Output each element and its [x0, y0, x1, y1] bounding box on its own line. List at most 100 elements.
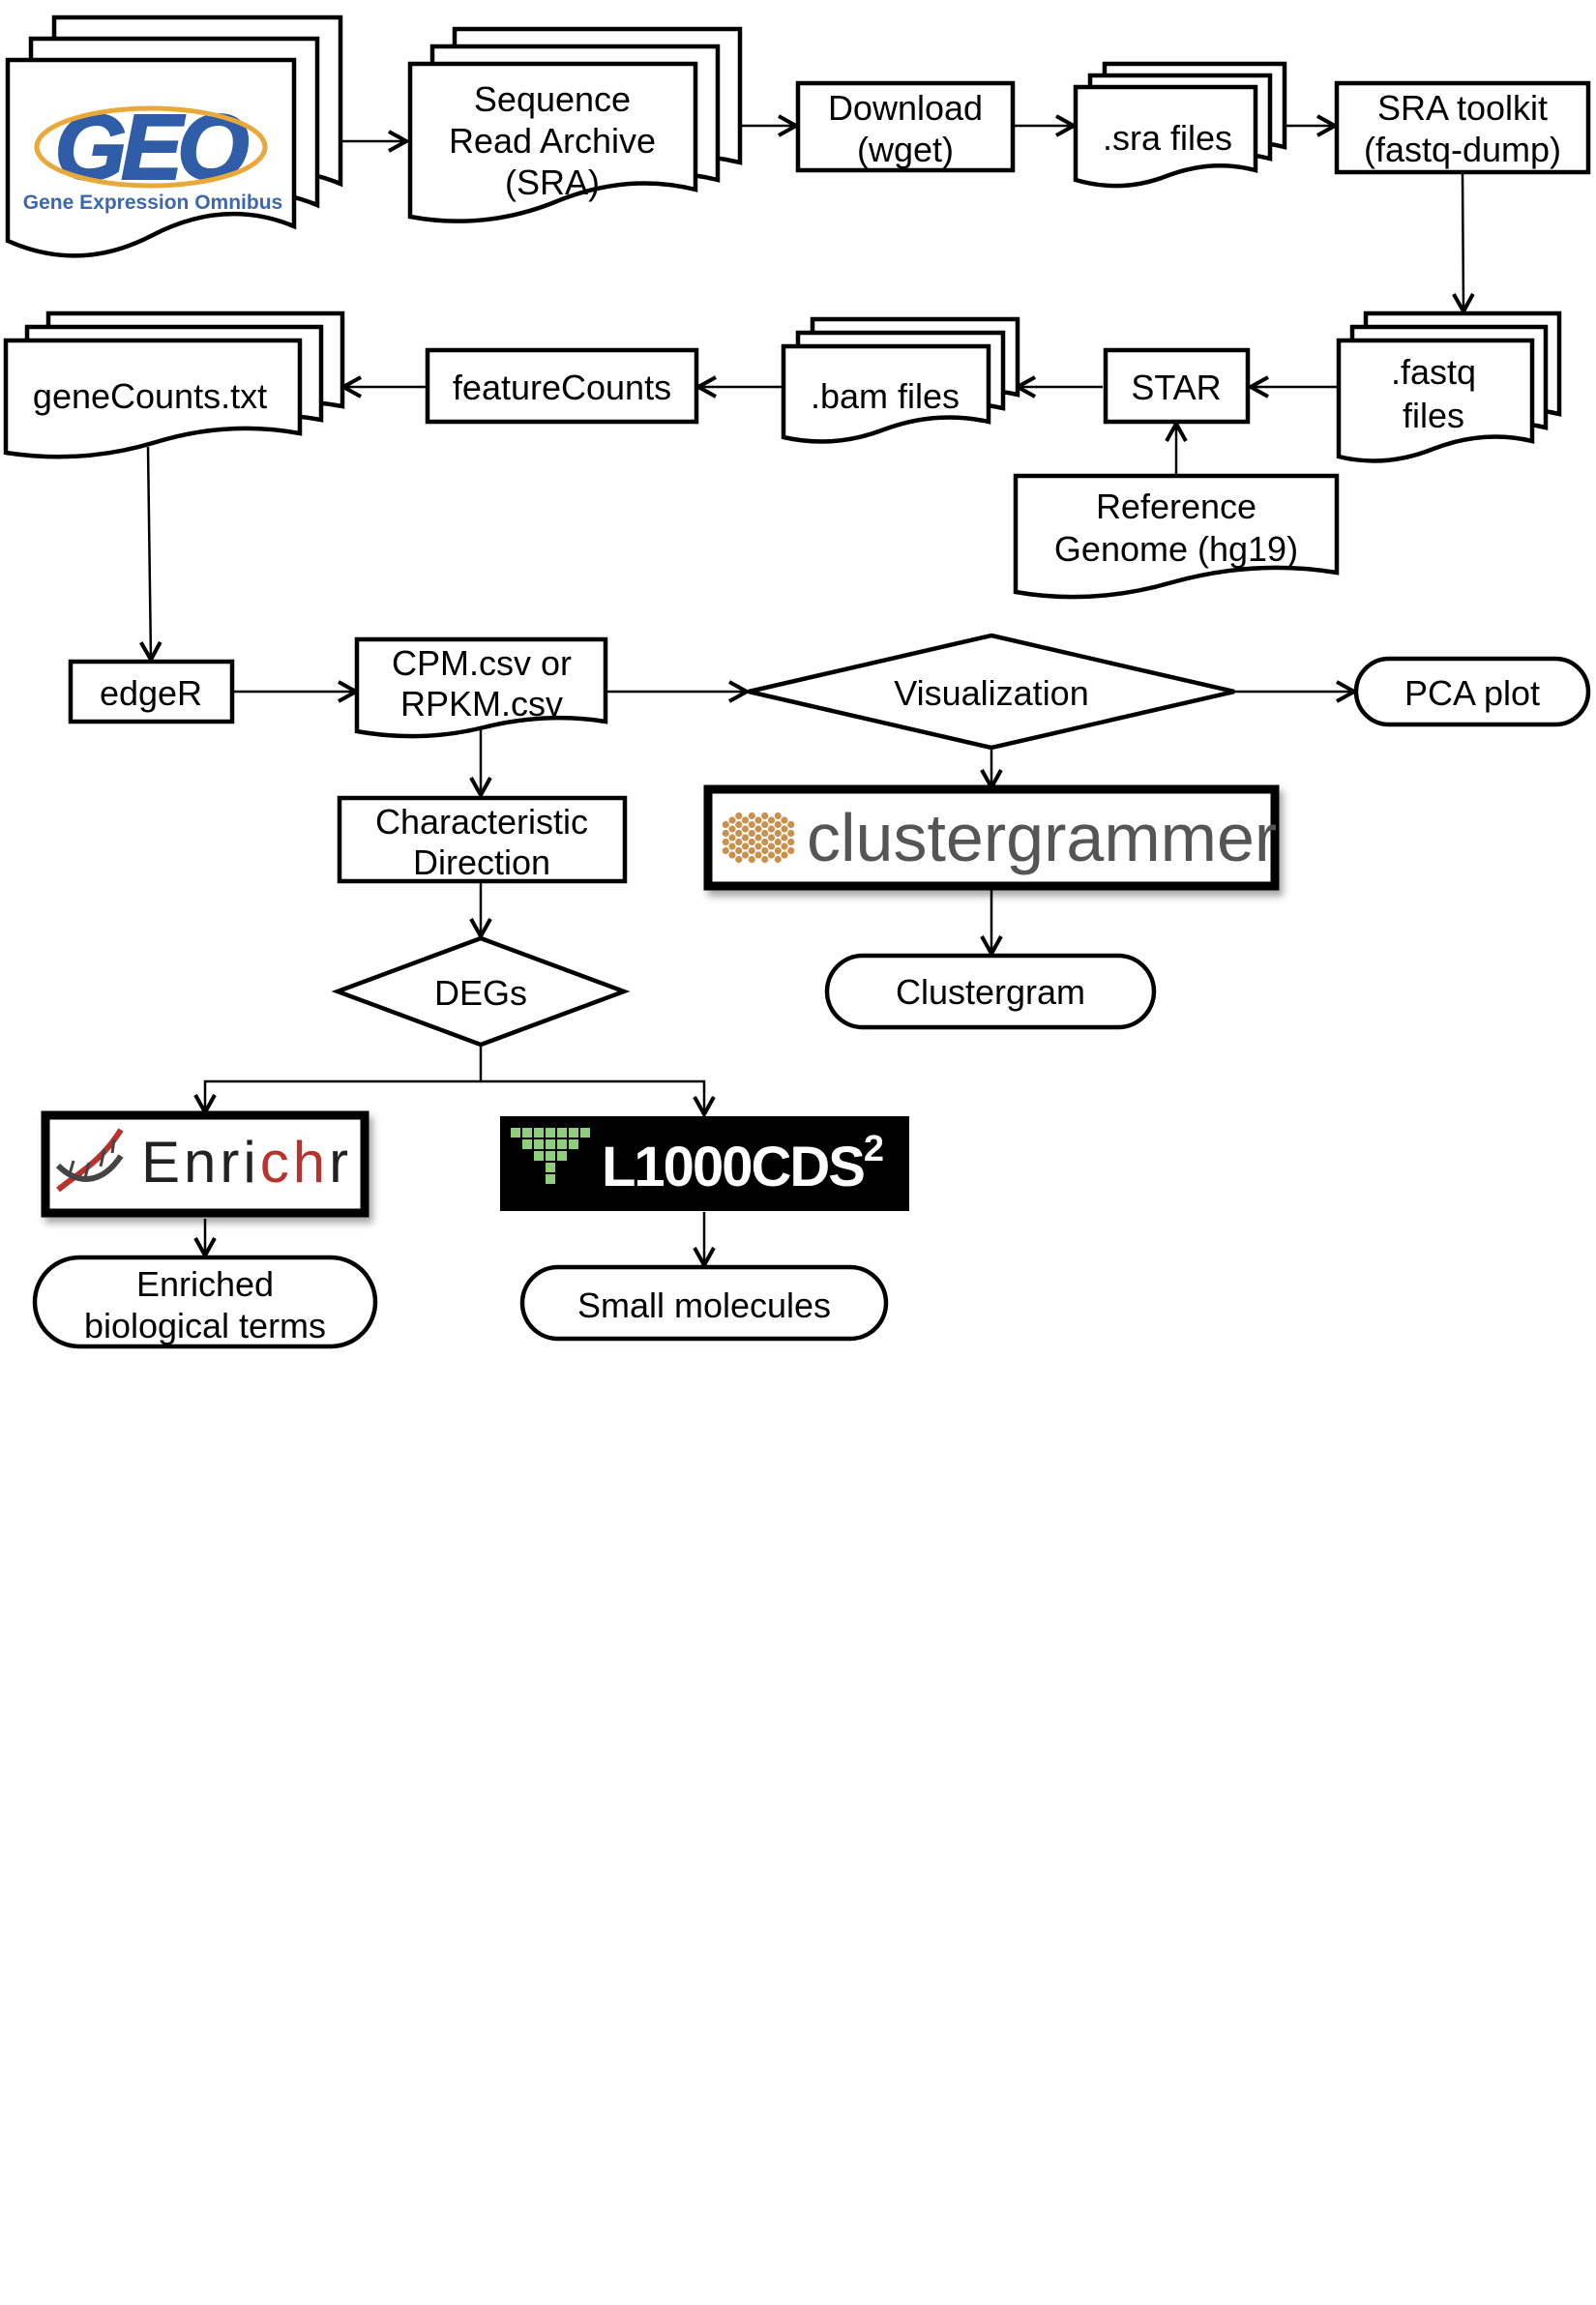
clustergrammer-icon-dot: [741, 825, 750, 833]
connectors: [148, 126, 1463, 1265]
clustergrammer-icon-dot: [722, 838, 729, 846]
clustergram-node: Clustergram: [824, 953, 1157, 1030]
clustergrammer-icon-dot: [735, 846, 743, 855]
clustergrammer-icon-dot: [741, 816, 750, 824]
clustergrammer-icon-dot: [781, 842, 788, 850]
clustergrammer-icon-dot: [741, 834, 750, 842]
clustergrammer-icon-dot: [748, 829, 755, 838]
featurecounts-label: featureCounts: [453, 368, 671, 407]
small-molecules-node: Small molecules: [519, 1264, 889, 1342]
sra-label-line1: Sequence: [474, 79, 631, 119]
chardir-label-line2: Direction: [413, 842, 550, 882]
enrichr-text-red: ch: [260, 1130, 329, 1195]
clustergrammer-icon-dot: [761, 846, 769, 855]
chardir-label-line1: Characteristic: [375, 802, 588, 842]
edger-label: edgeR: [100, 673, 202, 713]
dna-icon: [55, 1128, 124, 1193]
genecounts-label: geneCounts.txt: [33, 376, 267, 416]
geo-node: GEO Gene Expression Omnibus: [5, 15, 343, 258]
sra-label-line3: (SRA): [505, 163, 600, 202]
clustergrammer-icon-dot: [741, 842, 750, 850]
l1000cds2-funnel-square: [546, 1128, 555, 1138]
l1000cds2-funnel-square: [557, 1128, 567, 1138]
clustergrammer-icon-dot: [728, 825, 736, 833]
visualization-label: Visualization: [894, 673, 1088, 713]
clustergram-label: Clustergram: [896, 972, 1085, 1012]
clustergrammer-icon-dot: [735, 812, 743, 820]
clustergrammer-icon-dot: [754, 842, 762, 850]
clustergrammer-icon-dot: [761, 838, 769, 846]
l1000cds2-funnel-square: [534, 1128, 544, 1138]
geo-logo: GEO Gene Expression Omnibus: [23, 95, 282, 214]
clustergrammer-icon-dot: [735, 829, 743, 838]
l1000cds2-funnel-square: [534, 1139, 544, 1149]
clustergrammer-icon-dot: [728, 842, 736, 850]
l1000cds2-superscript: 2: [864, 1129, 883, 1169]
clustergrammer-icon-dot: [748, 855, 755, 864]
enrichr-text: Enrichr: [141, 1130, 352, 1195]
reference-genome-node: Reference Genome (hg19): [1013, 473, 1340, 600]
bam-files-node: .bam files: [781, 316, 1020, 444]
clustergrammer-icon-dot: [754, 834, 762, 842]
clustergrammer-icon-dot: [774, 829, 782, 838]
sra-files-node: .sra files: [1073, 61, 1287, 189]
clustergrammer-icon-dot: [728, 851, 736, 859]
fastq-files-label-line2: files: [1403, 396, 1464, 435]
enriched-terms-node: Enriched biological terms: [32, 1255, 378, 1349]
clustergrammer-icon-dot: [748, 838, 755, 846]
sra-node: Sequence Read Archive (SRA): [407, 26, 743, 223]
clustergrammer-icon-dot: [781, 825, 788, 833]
clustergrammer-icon-dot: [787, 838, 795, 846]
clustergrammer-icon-dot: [735, 820, 743, 829]
clustergrammer-icon-dot: [754, 851, 762, 859]
clustergrammer-icon-dot: [728, 816, 736, 824]
clustergrammer-icon-dot: [722, 846, 729, 855]
enrichr-text-dark: Enri: [141, 1130, 260, 1195]
clustergrammer-icon-dot: [787, 820, 795, 829]
cpm-node: CPM.csv or RPKM.csv: [354, 636, 608, 739]
clustergrammer-icon-dot: [774, 846, 782, 855]
l1000cds2-funnel-square: [557, 1151, 567, 1161]
bam-files-label: .bam files: [811, 376, 960, 416]
arrow-degs-to-enrichr: [205, 1045, 483, 1112]
cpm-label-line2: RPKM.csv: [400, 684, 563, 724]
clustergrammer-icon-dot: [787, 846, 795, 855]
l1000cds2-funnel-square: [580, 1128, 590, 1138]
clustergrammer-icon-dot: [781, 834, 788, 842]
l1000cds2-text-main: L1000CDS: [602, 1136, 864, 1198]
sra-toolkit-node: SRA toolkit (fastq-dump): [1334, 80, 1591, 175]
clustergrammer-icon-dot: [761, 829, 769, 838]
l1000cds2-funnel-square: [511, 1128, 520, 1138]
clustergrammer-icon-dot: [754, 816, 762, 824]
clustergrammer-icon-dot: [722, 829, 729, 838]
l1000cds2-funnel-square: [569, 1128, 578, 1138]
clustergrammer-icon-dot: [722, 820, 729, 829]
small-molecules-label: Small molecules: [577, 1285, 831, 1325]
clustergrammer-icon-dot: [748, 820, 755, 829]
clustergrammer-icon-dot: [781, 816, 788, 824]
l1000cds2-funnel-square: [546, 1174, 555, 1184]
sra-toolkit-label-line1: SRA toolkit: [1377, 88, 1548, 128]
sra-toolkit-label-line2: (fastq-dump): [1364, 130, 1561, 169]
clustergrammer-logo: clustergrammer: [703, 784, 1280, 891]
clustergrammer-icon-dot: [781, 851, 788, 859]
l1000cds2-logo: L1000CDS2: [500, 1116, 909, 1211]
cpm-label-line1: CPM.csv or: [392, 643, 572, 683]
edger-node: edgeR: [68, 659, 235, 724]
degs-label: DEGs: [434, 973, 527, 1013]
l1000cds2-funnel-square: [557, 1139, 567, 1149]
reference-label-line2: Genome (hg19): [1054, 529, 1298, 569]
degs-node: DEGs: [331, 935, 631, 1048]
clustergrammer-icon-dot: [767, 842, 776, 850]
clustergrammer-icon-dot: [787, 829, 795, 838]
clustergrammer-text: clustergrammer: [807, 800, 1277, 875]
sra-label-line2: Read Archive: [449, 121, 656, 161]
clustergrammer-icon-dot: [728, 834, 736, 842]
l1000cds2-funnel-icon: [511, 1128, 590, 1184]
pca-label: PCA plot: [1404, 673, 1540, 713]
clustergrammer-icon-dot: [774, 820, 782, 829]
download-node: Download (wget): [795, 80, 1016, 173]
genecounts-node: geneCounts.txt: [3, 310, 345, 459]
clustergrammer-icon-dot: [774, 855, 782, 864]
